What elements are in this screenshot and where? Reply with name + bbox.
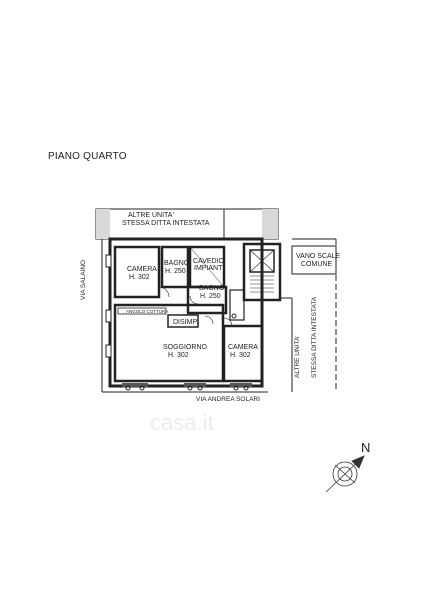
label-comune: COMUNE [301, 261, 333, 268]
street-via-salaino: VIA SALAINO [80, 259, 87, 300]
page-title: PIANO QUARTO [48, 151, 127, 162]
label-camera-1: CAMERA [127, 266, 157, 273]
room-bagno-1 [160, 245, 190, 289]
label-vano-scale: VANO SCALE [296, 253, 341, 260]
label-bagno-1: BAGNO [164, 260, 190, 267]
label-bagno-2: BAGNO [199, 285, 225, 292]
room-camera-1 [113, 245, 161, 299]
north-label: N [361, 440, 371, 455]
watermark-logo: casa.it [150, 410, 214, 435]
label-bagno-1-height: H. 250 [165, 268, 186, 275]
street-via-andrea-solari: VIA ANDREA SOLARI [196, 396, 260, 403]
room-camera-2 [222, 324, 264, 383]
compass-rose [325, 455, 365, 493]
label-bagno-2-height: H. 250 [200, 293, 221, 300]
label-altre-unita-right: ALTRE UNITA' [294, 335, 301, 378]
label-altre-unita-top: ALTRE UNITA' [128, 212, 174, 219]
label-stessa-ditta-top: STESSA DITTA INTESTATA [122, 220, 210, 227]
label-soggiorno-height: H. 302 [168, 352, 189, 359]
label-impianti: IMPIANTI [194, 265, 225, 272]
stair-core [242, 242, 282, 302]
label-camera-2-height: H. 302 [230, 352, 251, 359]
label-disimp: DISIMP. [173, 319, 199, 326]
label-cavedio: CAVEDIO [193, 258, 224, 265]
room-disimp [167, 314, 199, 328]
label-angolo-cottura: ANGOLO COTTURA [126, 309, 169, 314]
room-bagno-2 [186, 285, 228, 315]
label-stessa-ditta-right: STESSA DITTA INTESTATA [311, 296, 318, 378]
label-camera-1-height: H. 302 [129, 274, 150, 281]
label-soggiorno: SOGGIORNO [163, 344, 207, 351]
label-camera-2: CAMERA [228, 344, 258, 351]
